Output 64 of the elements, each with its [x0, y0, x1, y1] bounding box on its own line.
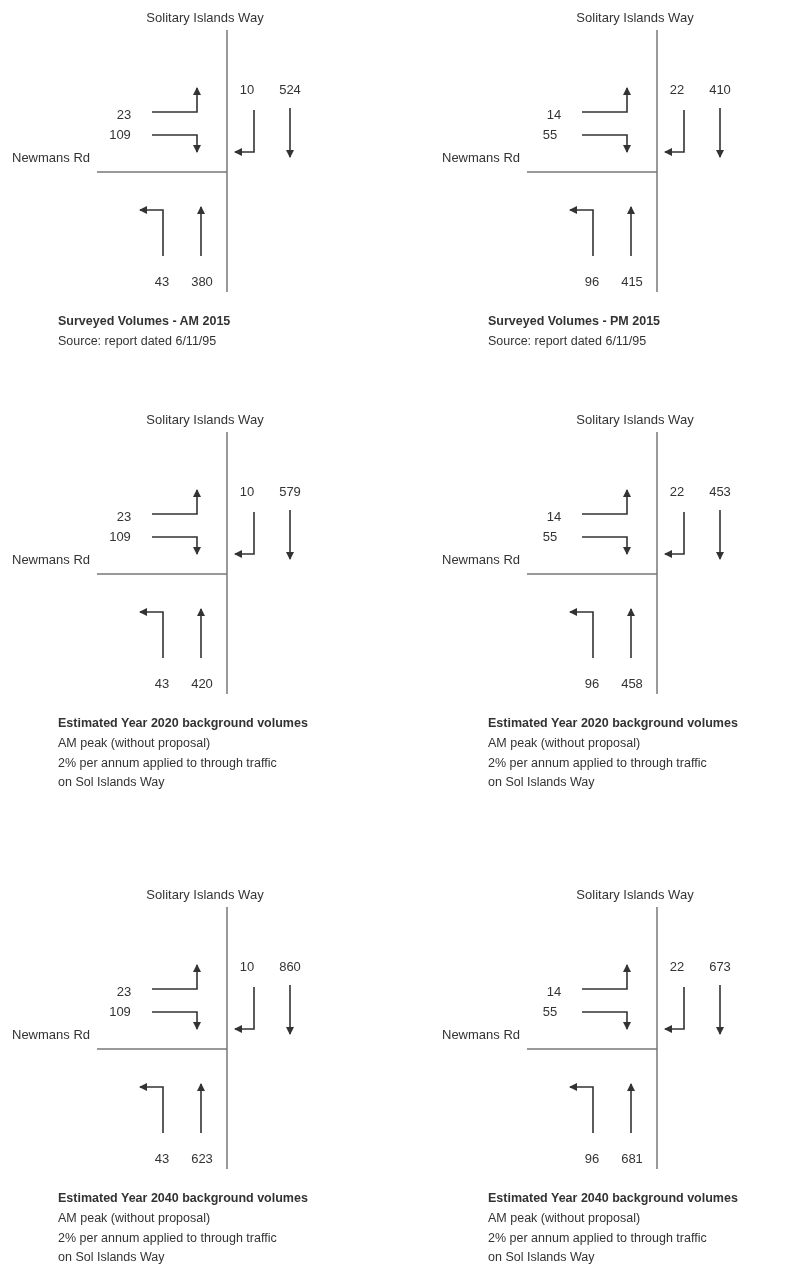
caption-title: Estimated Year 2040 background volumes	[58, 1190, 308, 1207]
road-name: Solitary Islands Way	[146, 412, 264, 428]
volume-number: 14	[546, 509, 562, 525]
road-name: Solitary Islands Way	[576, 10, 694, 26]
road-name: Newmans Rd	[442, 150, 521, 166]
volume-number: 22	[669, 82, 685, 98]
volume-number: 43	[154, 676, 170, 692]
caption-note: 2% per annum applied to through traffic on Sol Islands Way	[488, 755, 708, 791]
volume-number: 23	[116, 509, 132, 525]
road-name: Newmans Rd	[442, 1027, 521, 1043]
road-name: Newmans Rd	[442, 552, 521, 568]
caption-note: AM peak (without proposal)	[488, 735, 641, 752]
road-name: Solitary Islands Way	[146, 887, 264, 903]
caption-note: AM peak (without proposal)	[488, 1210, 641, 1227]
volume-number: 415	[621, 274, 643, 290]
caption-title: Estimated Year 2020 background volumes	[488, 715, 738, 732]
volume-number: 43	[154, 274, 170, 290]
road-name: Newmans Rd	[12, 1027, 91, 1043]
volume-number: 579	[279, 484, 301, 500]
caption-title: Surveyed Volumes - AM 2015	[58, 313, 231, 330]
volume-number: 96	[584, 1151, 600, 1167]
volume-number: 14	[546, 984, 562, 1000]
volume-number: 109	[109, 127, 131, 143]
volume-number: 860	[279, 959, 301, 975]
caption-note: 2% per annum applied to through traffic on Sol Islands Way	[488, 1230, 708, 1266]
volume-number: 55	[542, 529, 558, 545]
road-name: Newmans Rd	[12, 150, 91, 166]
volume-number: 380	[191, 274, 213, 290]
caption-note: AM peak (without proposal)	[58, 1210, 211, 1227]
caption-title: Estimated Year 2040 background volumes	[488, 1190, 738, 1207]
volume-number: 96	[584, 676, 600, 692]
volume-number: 22	[669, 484, 685, 500]
volume-number: 96	[584, 274, 600, 290]
caption-title: Surveyed Volumes - PM 2015	[488, 313, 661, 330]
volume-number: 43	[154, 1151, 170, 1167]
volume-number: 109	[109, 529, 131, 545]
caption-note: 2% per annum applied to through traffic on Sol Islands Way	[58, 755, 278, 791]
volume-number: 22	[669, 959, 685, 975]
volume-number: 524	[279, 82, 301, 98]
volume-number: 55	[542, 1004, 558, 1020]
caption-title: Estimated Year 2020 background volumes	[58, 715, 308, 732]
caption-note: AM peak (without proposal)	[58, 735, 211, 752]
volume-number: 10	[239, 959, 255, 975]
road-name: Newmans Rd	[12, 552, 91, 568]
road-name: Solitary Islands Way	[146, 10, 264, 26]
volume-number: 681	[621, 1151, 643, 1167]
volume-number: 420	[191, 676, 213, 692]
volume-number: 109	[109, 1004, 131, 1020]
volume-number: 673	[709, 959, 731, 975]
road-name: Solitary Islands Way	[576, 887, 694, 903]
volume-number: 623	[191, 1151, 213, 1167]
volume-number: 23	[116, 107, 132, 123]
caption-note: 2% per annum applied to through traffic on Sol Islands Way	[58, 1230, 278, 1266]
volume-number: 453	[709, 484, 731, 500]
caption-note: Source: report dated 6/11/95	[58, 333, 217, 350]
volume-number: 410	[709, 82, 731, 98]
volume-number: 10	[239, 82, 255, 98]
volume-number: 10	[239, 484, 255, 500]
volume-number: 23	[116, 984, 132, 1000]
volume-number: 55	[542, 127, 558, 143]
road-name: Solitary Islands Way	[576, 412, 694, 428]
volume-number: 458	[621, 676, 643, 692]
caption-note: Source: report dated 6/11/95	[488, 333, 647, 350]
volume-number: 14	[546, 107, 562, 123]
